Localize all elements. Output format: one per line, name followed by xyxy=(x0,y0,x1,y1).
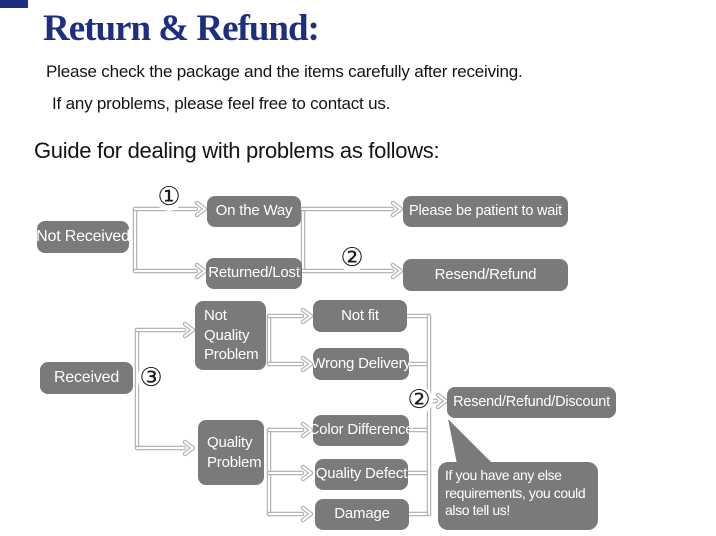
intro-line-1: Please check the package and the items c… xyxy=(46,62,523,81)
step-3-marker: ③ xyxy=(137,364,165,392)
connector-not-received-split xyxy=(132,200,208,280)
node-quality-defect: Quality Defect xyxy=(315,459,408,490)
step-2-marker-row2: ② xyxy=(405,386,433,414)
node-received: Received xyxy=(40,362,133,394)
node-quality-problem: Quality Problem xyxy=(198,420,264,485)
note-bubble: If you have any else requirements, you c… xyxy=(438,462,598,530)
node-not-quality-problem: Not Quality Problem xyxy=(195,301,266,370)
connector-received-split xyxy=(134,321,196,457)
guide-heading: Guide for dealing with problems as follo… xyxy=(34,138,440,163)
corner-accent-bar xyxy=(0,0,28,8)
connector-collector xyxy=(404,313,449,517)
node-damage: Damage xyxy=(315,499,409,530)
node-not-received: Not Received xyxy=(36,221,130,253)
page-title: Return & Refund: xyxy=(43,8,320,49)
node-on-the-way: On the Way xyxy=(207,196,301,227)
intro-line-2: If any problems, please feel free to con… xyxy=(52,94,391,113)
node-wrong-delivery: Wrong Delivery xyxy=(311,348,411,380)
node-resend-refund-discount: Resend/Refund/Discount xyxy=(447,387,616,418)
node-please-be-patient: Please be patient to wait xyxy=(403,196,568,227)
connector-quality-split xyxy=(266,421,314,523)
step-1-marker: ① xyxy=(155,183,183,211)
node-returned-lost: Returned/Lost xyxy=(206,258,302,289)
node-color-difference: Color Difference xyxy=(309,415,414,446)
connector-not-quality-split xyxy=(266,307,314,373)
bubble-tail xyxy=(448,419,493,464)
node-not-fit: Not fit xyxy=(313,300,407,332)
step-2-marker-row1: ② xyxy=(338,244,366,272)
node-resend-refund: Resend/Refund xyxy=(403,259,568,291)
